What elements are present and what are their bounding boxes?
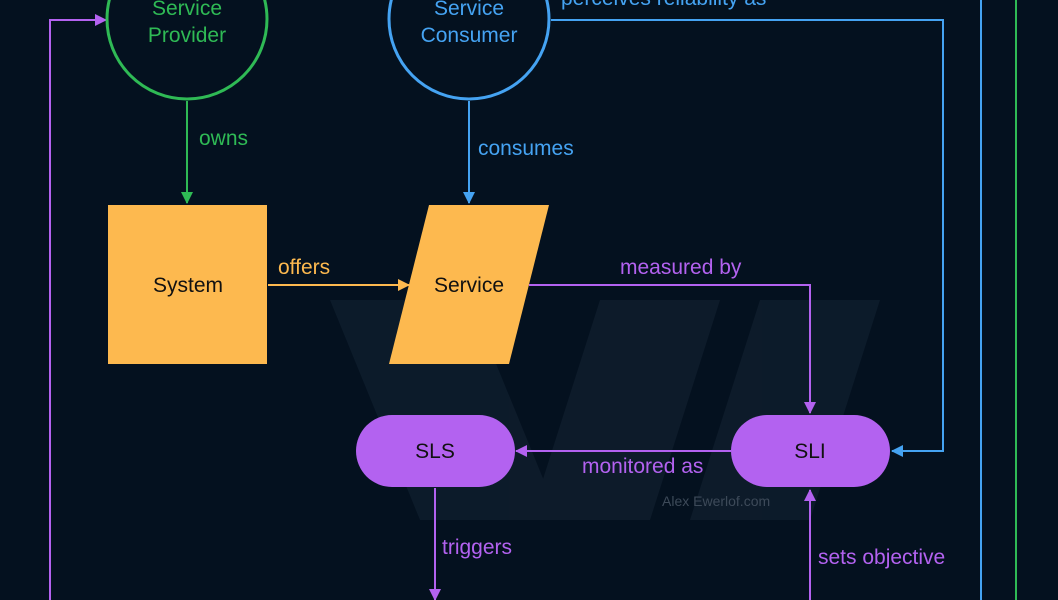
- node-service-provider-line2: Provider: [148, 24, 226, 47]
- edge-triggers-label: triggers: [442, 536, 512, 559]
- node-service-consumer: Service Consumer: [387, 0, 551, 101]
- edge-sets-objective-label: sets objective: [818, 546, 945, 569]
- edge-measured-by: [529, 284, 816, 414]
- edge-perceives-label: perceives reliability as: [561, 0, 766, 10]
- edge-return-to-provider: [49, 14, 107, 600]
- node-sli: SLI: [731, 415, 890, 487]
- edge-owns-label: owns: [199, 127, 248, 150]
- node-service: Service: [389, 205, 549, 364]
- edge-offers-label: offers: [278, 256, 330, 279]
- node-sls-label: SLS: [415, 440, 455, 463]
- node-service-consumer-line2: Consumer: [421, 24, 518, 47]
- node-sls: SLS: [356, 415, 515, 487]
- node-service-consumer-line1: Service: [434, 0, 504, 20]
- node-system-label: System: [153, 274, 223, 297]
- watermark-text: Alex Ewerlof.com: [662, 493, 770, 509]
- node-service-label: Service: [434, 274, 504, 297]
- edge-consumes-label: consumes: [478, 137, 574, 160]
- node-sli-label: SLI: [794, 440, 826, 463]
- edge-monitored-as-label: monitored as: [582, 455, 703, 478]
- edge-perceives: [551, 19, 944, 457]
- node-system: System: [108, 205, 267, 364]
- edge-measured-by-label: measured by: [620, 256, 742, 279]
- node-service-provider-line1: Service: [152, 0, 222, 20]
- node-service-provider: Service Provider: [105, 0, 269, 101]
